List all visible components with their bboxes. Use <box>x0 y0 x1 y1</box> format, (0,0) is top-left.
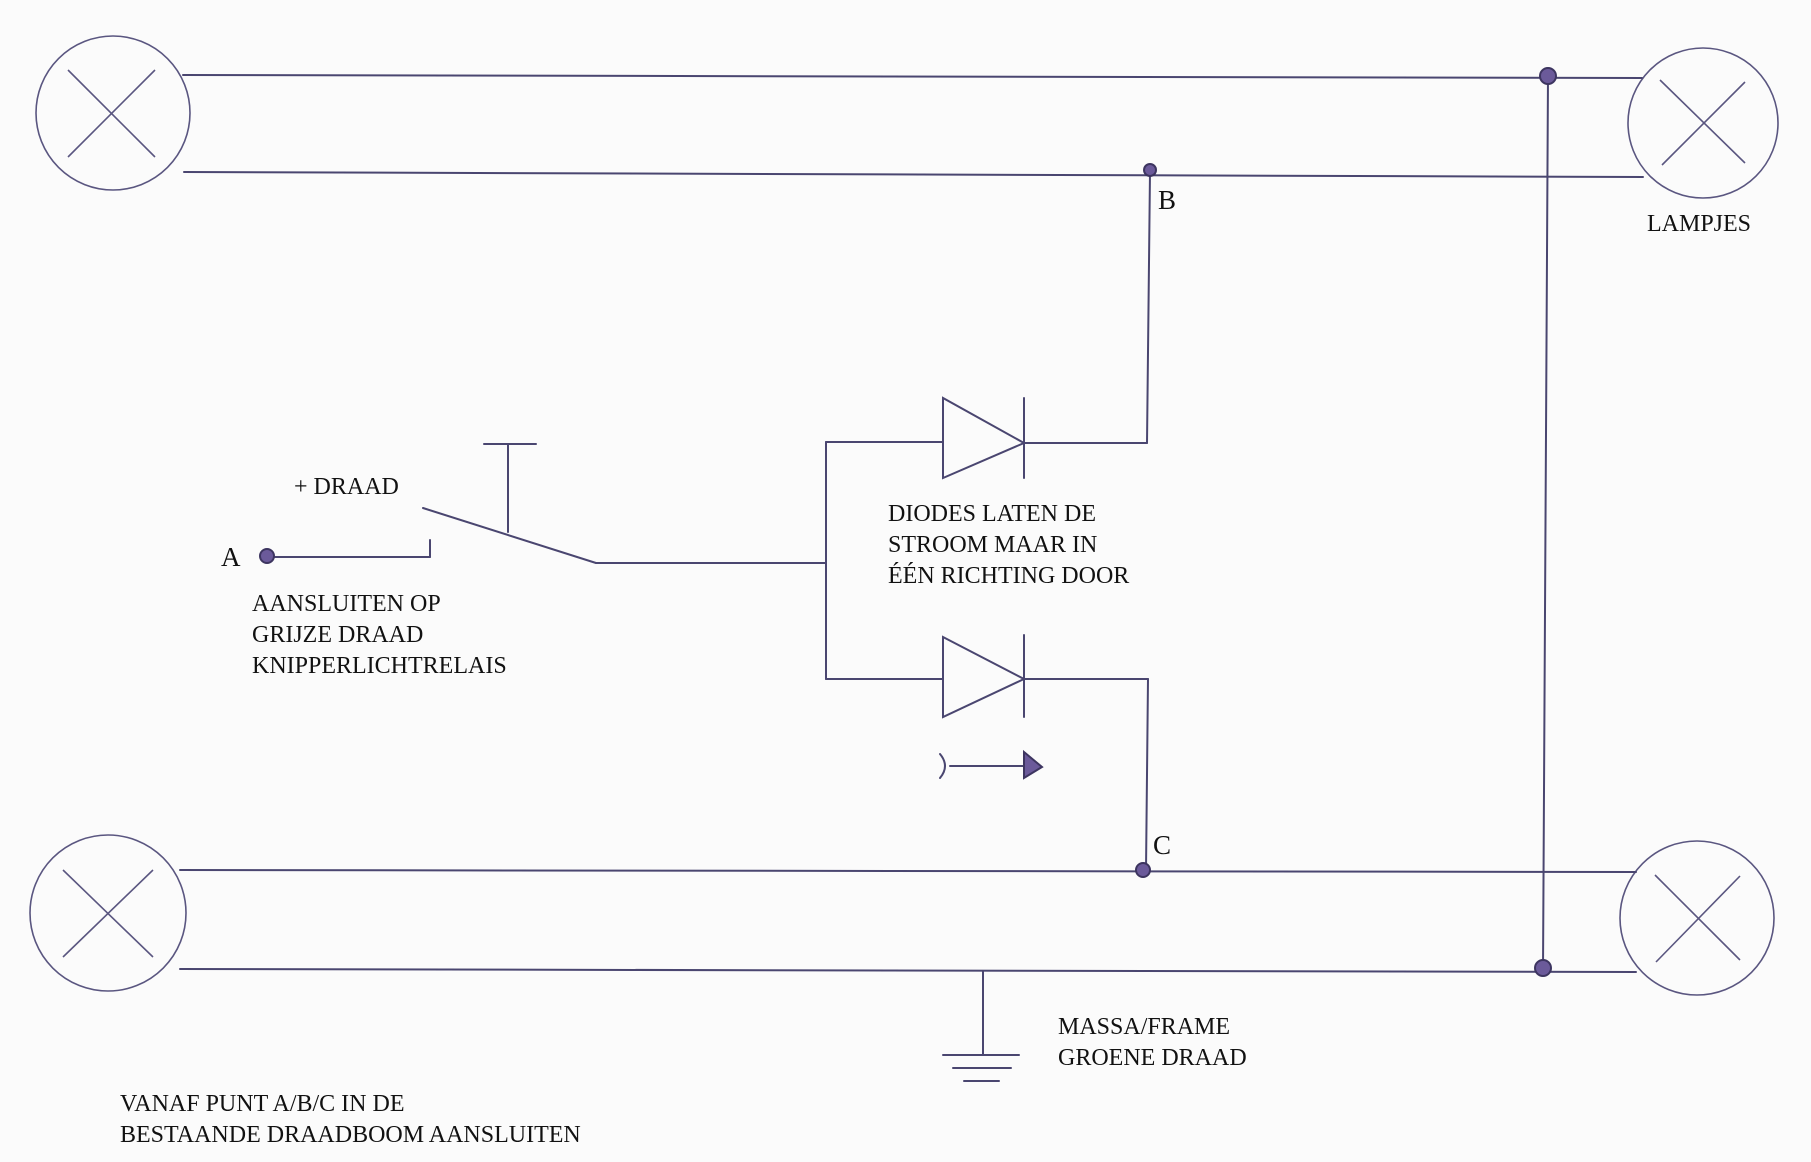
diode-bus <box>595 441 944 680</box>
point-label-a: A <box>221 542 241 572</box>
svg-text:BESTAANDE DRAADBOOM AANSLUITEN: BESTAANDE DRAADBOOM AANSLUITEN <box>120 1122 581 1148</box>
svg-text:STROOM MAAR IN: STROOM MAAR IN <box>888 532 1097 558</box>
lamp-top-right <box>1627 47 1779 199</box>
lamp-top-left <box>35 35 191 191</box>
diode-lower <box>942 634 1027 719</box>
node-b <box>1143 163 1157 177</box>
lamp-bottom-right <box>1619 840 1775 996</box>
lamps-label: LAMPJES <box>1647 211 1751 237</box>
junction-nodes <box>259 67 1557 977</box>
svg-text:GRIJZE DRAAD: GRIJZE DRAAD <box>252 622 423 648</box>
plus-wire-label: + DRAAD <box>294 474 399 500</box>
connect-grey-wire-note: AANSLUITEN OP GRIJZE DRAAD KNIPPERLICHTR… <box>252 591 507 679</box>
svg-text:GROENE DRAAD: GROENE DRAAD <box>1058 1045 1247 1071</box>
branch-c <box>1024 678 1149 871</box>
node-a <box>259 548 275 564</box>
svg-text:MASSA/FRAME: MASSA/FRAME <box>1058 1014 1230 1040</box>
main-wires <box>179 74 1644 973</box>
svg-text:VANAF PUNT A/B/C IN DE: VANAF PUNT A/B/C IN DE <box>120 1091 405 1117</box>
diode-upper <box>942 396 1027 480</box>
footer-note: VANAF PUNT A/B/C IN DE BESTAANDE DRAADBO… <box>120 1091 581 1148</box>
node-bottom-right <box>1534 959 1552 977</box>
ground-note: MASSA/FRAME GROENE DRAAD <box>1058 1014 1247 1071</box>
point-label-c: C <box>1153 830 1171 860</box>
svg-text:DIODES LATEN DE: DIODES LATEN DE <box>888 501 1096 527</box>
svg-text:AANSLUITEN OP: AANSLUITEN OP <box>252 591 441 617</box>
svg-text:ÉÉN RICHTING DOOR: ÉÉN RICHTING DOOR <box>888 563 1129 589</box>
node-top-right <box>1539 67 1557 85</box>
node-c <box>1135 862 1151 878</box>
svg-text:KNIPPERLICHTRELAIS: KNIPPERLICHTRELAIS <box>252 653 507 679</box>
branch-b <box>1024 171 1151 444</box>
push-switch <box>262 443 597 564</box>
ground-symbol-icon <box>942 970 1020 1082</box>
point-label-b: B <box>1158 185 1176 215</box>
lamp-bottom-left <box>29 834 187 992</box>
current-direction-arrow-icon <box>939 749 1044 780</box>
diodes-note: DIODES LATEN DE STROOM MAAR IN ÉÉN RICHT… <box>888 501 1129 589</box>
